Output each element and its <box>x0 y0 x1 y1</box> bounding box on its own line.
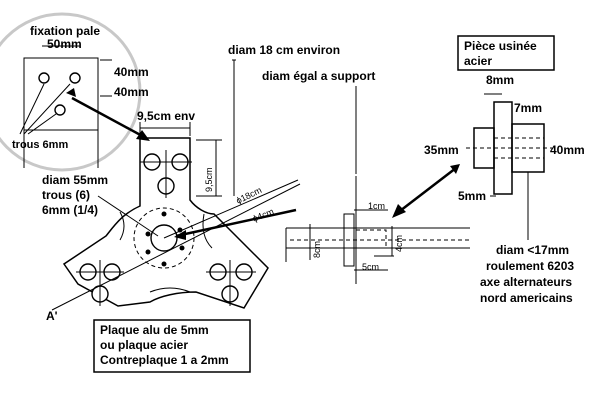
machined-title-box <box>457 35 555 71</box>
plate-arc-bottom <box>149 287 191 293</box>
note-line3: axe alternateurs <box>480 275 572 289</box>
plate-arc-left <box>119 211 125 241</box>
material-line3: Contreplaque 1 a 2mm <box>100 353 229 367</box>
hub-note-line2: trous (6) <box>42 188 90 202</box>
inset-holes-label: trous 6mm <box>12 139 68 151</box>
section-dim-5cm: 5cm <box>362 262 379 272</box>
section-line <box>51 183 301 311</box>
inset-hole-1 <box>38 72 50 84</box>
machined-part: Pièce usinée acier 8mm 7mm 35mm 40mm 5mm… <box>424 35 585 305</box>
note-line4: nord americains <box>480 291 573 305</box>
section-label: A' <box>46 309 58 323</box>
inset-leader-1 <box>19 83 45 135</box>
inset-title: fixation pale <box>30 24 100 38</box>
dia-18-label: ϕ18cm <box>234 185 263 206</box>
top-notes: diam 18 cm environ diam égal a support <box>228 43 375 196</box>
part-arrow-tail-icon <box>450 164 460 174</box>
hub-plate: A' 9,5cm env 9,5cm ϕ18cm ϕ4cm diam 55mm … <box>42 109 301 323</box>
inset-hole-2 <box>69 72 81 84</box>
section-dim-1cm: 1cm <box>368 201 385 211</box>
inset-dim-top: 50mm <box>47 37 82 51</box>
note-line1: diam <17mm <box>496 243 569 257</box>
height-label: 9,5cm <box>204 167 214 192</box>
material-box: Plaque alu de 5mm ou plaque acier Contre… <box>93 319 251 373</box>
dim-8mm: 8mm <box>486 73 514 87</box>
dia-4-arrow <box>175 208 297 238</box>
inset-arrow-shaft <box>71 96 147 140</box>
hub-note-line3: 6mm (1/4) <box>42 203 98 217</box>
top-note-line2: diam égal a support <box>262 69 375 83</box>
dim-7mm: 7mm <box>514 101 542 115</box>
inset-dim-right-2: 40mm <box>114 85 149 99</box>
hub-note-leader <box>97 195 159 237</box>
section-hub <box>355 229 387 249</box>
material-box-frame <box>93 319 251 373</box>
part-arrow-shaft <box>395 167 457 215</box>
section-view: 1cm 8cm 4cm 5cm <box>285 176 470 284</box>
dim-35mm: 35mm <box>424 143 459 157</box>
dim-40mm: 40mm <box>550 143 585 157</box>
plate-arc-right <box>202 213 213 249</box>
part-arrow-head-icon <box>392 204 406 218</box>
material-line2: ou plaque acier <box>100 338 188 352</box>
inset-dim-right-1: 40mm <box>114 65 149 79</box>
inset-hole-3 <box>54 104 66 116</box>
machined-title-line2: acier <box>464 54 492 68</box>
top-note-line1: diam 18 cm environ <box>228 43 340 57</box>
section-dim-4cm: 4cm <box>394 235 404 252</box>
dia-4-arrow-head-icon <box>174 230 186 240</box>
dim-5mm: 5mm <box>458 189 486 203</box>
hub-note-line1: diam 55mm <box>42 173 108 187</box>
arrow-head-icon <box>136 130 150 141</box>
section-dim-8cm: 8cm <box>312 241 322 258</box>
machined-title-line1: Pièce usinée <box>464 39 537 53</box>
part-pointer-arrow <box>392 164 460 218</box>
dia-18-leader <box>163 179 299 239</box>
note-line2: roulement 6203 <box>486 259 574 273</box>
width-label: 9,5cm env <box>137 109 195 123</box>
section-plate <box>343 213 355 267</box>
arrow-tail-icon <box>66 88 76 97</box>
plate-outline <box>62 137 269 309</box>
inset-leader-3 <box>27 113 57 135</box>
inset-leader-2 <box>23 83 71 135</box>
material-line1: Plaque alu de 5mm <box>100 323 209 337</box>
